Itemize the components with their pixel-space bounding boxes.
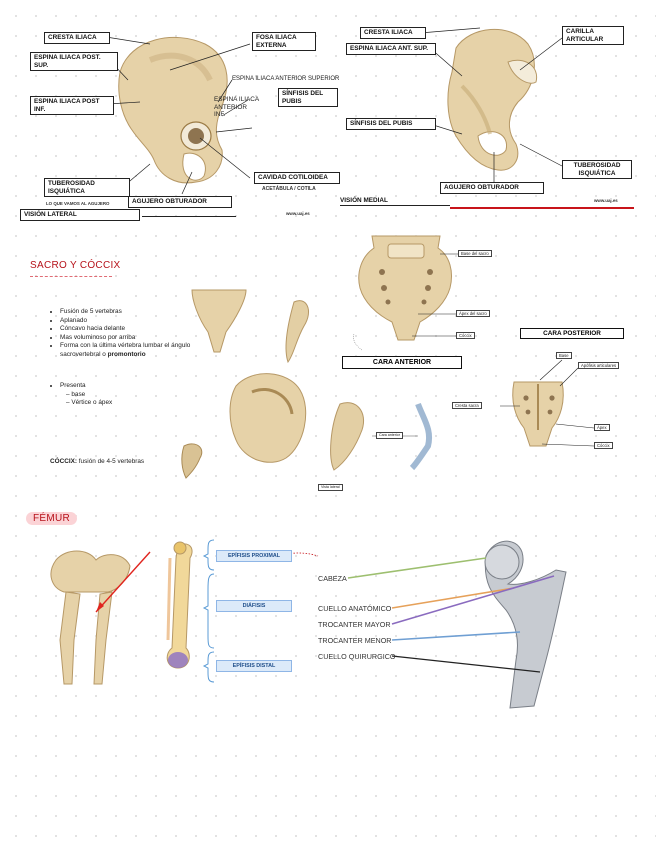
label-espina-post-sup: ESPINA ILIACA POST. SUP.: [30, 52, 118, 72]
label-fosa-iliaca-externa: FOSA ILIACA EXTERNA: [252, 32, 316, 52]
label-base-sacro: Base del sacro: [458, 250, 492, 257]
title-underline-sacro: [30, 276, 112, 277]
label-cresta-iliaca-medial: CRESTA ILIACA: [360, 27, 426, 39]
label-cuello-quirurgico: CUELLO QUIRURGICO: [318, 652, 396, 661]
bullet-item-promontorio: Forma con la última vértebra lumbar el á…: [60, 342, 196, 359]
label-cavidad-cotiloidea: CAVIDAD COTILOIDEA: [254, 172, 340, 184]
label-apex-posterior: Ápex: [594, 424, 610, 431]
label-side-ant: Cara anterior: [376, 432, 403, 439]
label-vision-medial: VISIÓN MEDIAL: [340, 197, 388, 204]
label-espina-post-inf: ESPINA ILIACA POST INF.: [30, 96, 114, 116]
bullet-item: Cóncavo hacia delante: [60, 325, 196, 334]
label-sinfisis-pubis-lateral: SÍNFISIS DEL PUBIS: [278, 88, 338, 108]
section-title-sacro: SACRO Y CÓCCIX: [30, 260, 121, 271]
label-apofisis: Apófisis articulares: [578, 362, 620, 369]
label-cara-anterior: CARA ANTERIOR: [342, 356, 462, 369]
bullet-item: Aplanado: [60, 317, 196, 326]
label-espina-ant-sup-medial: ESPINA ILIACA ANT. SUP.: [346, 43, 436, 55]
label-tuberosidad-medial: TUBEROSIDAD ISQUIÁTICA: [562, 160, 632, 180]
label-agujero-obturador-medial: AGUJERO OBTURADOR: [440, 182, 544, 194]
label-apex-sacro: Ápex del sacro: [456, 310, 490, 317]
divider-lateral: [142, 216, 236, 217]
presenta-list: Presenta – base – Vértice o ápex: [48, 382, 180, 408]
label-coccix-posterior: Cóccix: [594, 442, 613, 449]
label-espina-ant-sup: ESPINA ILIACA ANTERIOR SUPERIOR: [232, 76, 340, 82]
bullet-item: Fusión de 5 vertebras: [60, 308, 196, 317]
bullet-presenta: Presenta: [60, 382, 180, 391]
sub-item-base: – base: [66, 390, 86, 398]
handwritten-note: LO QUE VAMOS AL AGUJERO: [46, 201, 110, 206]
label-side-lat: Vista lateral: [318, 484, 343, 491]
section-title-femur: FÉMUR: [26, 512, 78, 525]
bullet-item: Mas voluminoso por arriba: [60, 334, 196, 343]
website-medial: www.uaj.es: [594, 198, 618, 203]
label-trocanter-mayor: TROCANTER MAYOR: [318, 620, 391, 629]
label-cuello-anatomico: CUELLO ANATÓMICO: [318, 604, 392, 613]
divider-medial-red: [450, 207, 634, 209]
label-cara-posterior: CARA POSTERIOR: [520, 328, 624, 339]
label-epifisis-proximal: EPÍFISIS PROXIMAL: [216, 550, 292, 562]
label-base-posterior: Base: [556, 352, 572, 359]
divider-medial-black: [340, 205, 450, 206]
label-coccix-anterior: Cóccix: [456, 332, 475, 339]
label-agujero-obturador-lateral: AGUJERO OBTURADOR: [128, 196, 232, 208]
label-carilla-articular: CARILLA ARTICULAR: [562, 26, 624, 46]
note-acetabula: ACETÁBULA / COTILA: [262, 186, 316, 192]
sub-item-vertice: – Vértice o ápex: [66, 399, 113, 407]
sacro-bullet-list: Fusión de 5 vertebras Aplanado Cóncavo h…: [48, 308, 196, 360]
label-cresta-iliaca: CRESTA ILIACA: [44, 32, 110, 44]
label-cabeza: CABEZA: [318, 574, 347, 583]
label-vision-lateral: VISIÓN LATERAL: [20, 209, 140, 221]
label-diafisis: DIÁFISIS: [216, 600, 292, 612]
website-lateral: www.uaj.es: [286, 211, 310, 216]
label-espina-ant-inf: ESPINA ILIACA ANTERIOR INF.: [214, 96, 259, 119]
label-epifisis-distal: EPÍFISIS DISTAL: [216, 660, 292, 672]
label-sinfisis-medial: SÍNFISIS DEL PUBIS: [346, 118, 436, 130]
coccix-note: CÓCCIX: fusión de 4-5 vertebras: [50, 458, 145, 465]
label-trocanter-menor: TROCANTER MENOR: [318, 636, 392, 645]
label-tuberosidad-isquiatica: TUBEROSIDAD ISQUIÁTICA: [44, 178, 130, 198]
label-cresta-sacra: Cresta sacra: [452, 402, 482, 409]
